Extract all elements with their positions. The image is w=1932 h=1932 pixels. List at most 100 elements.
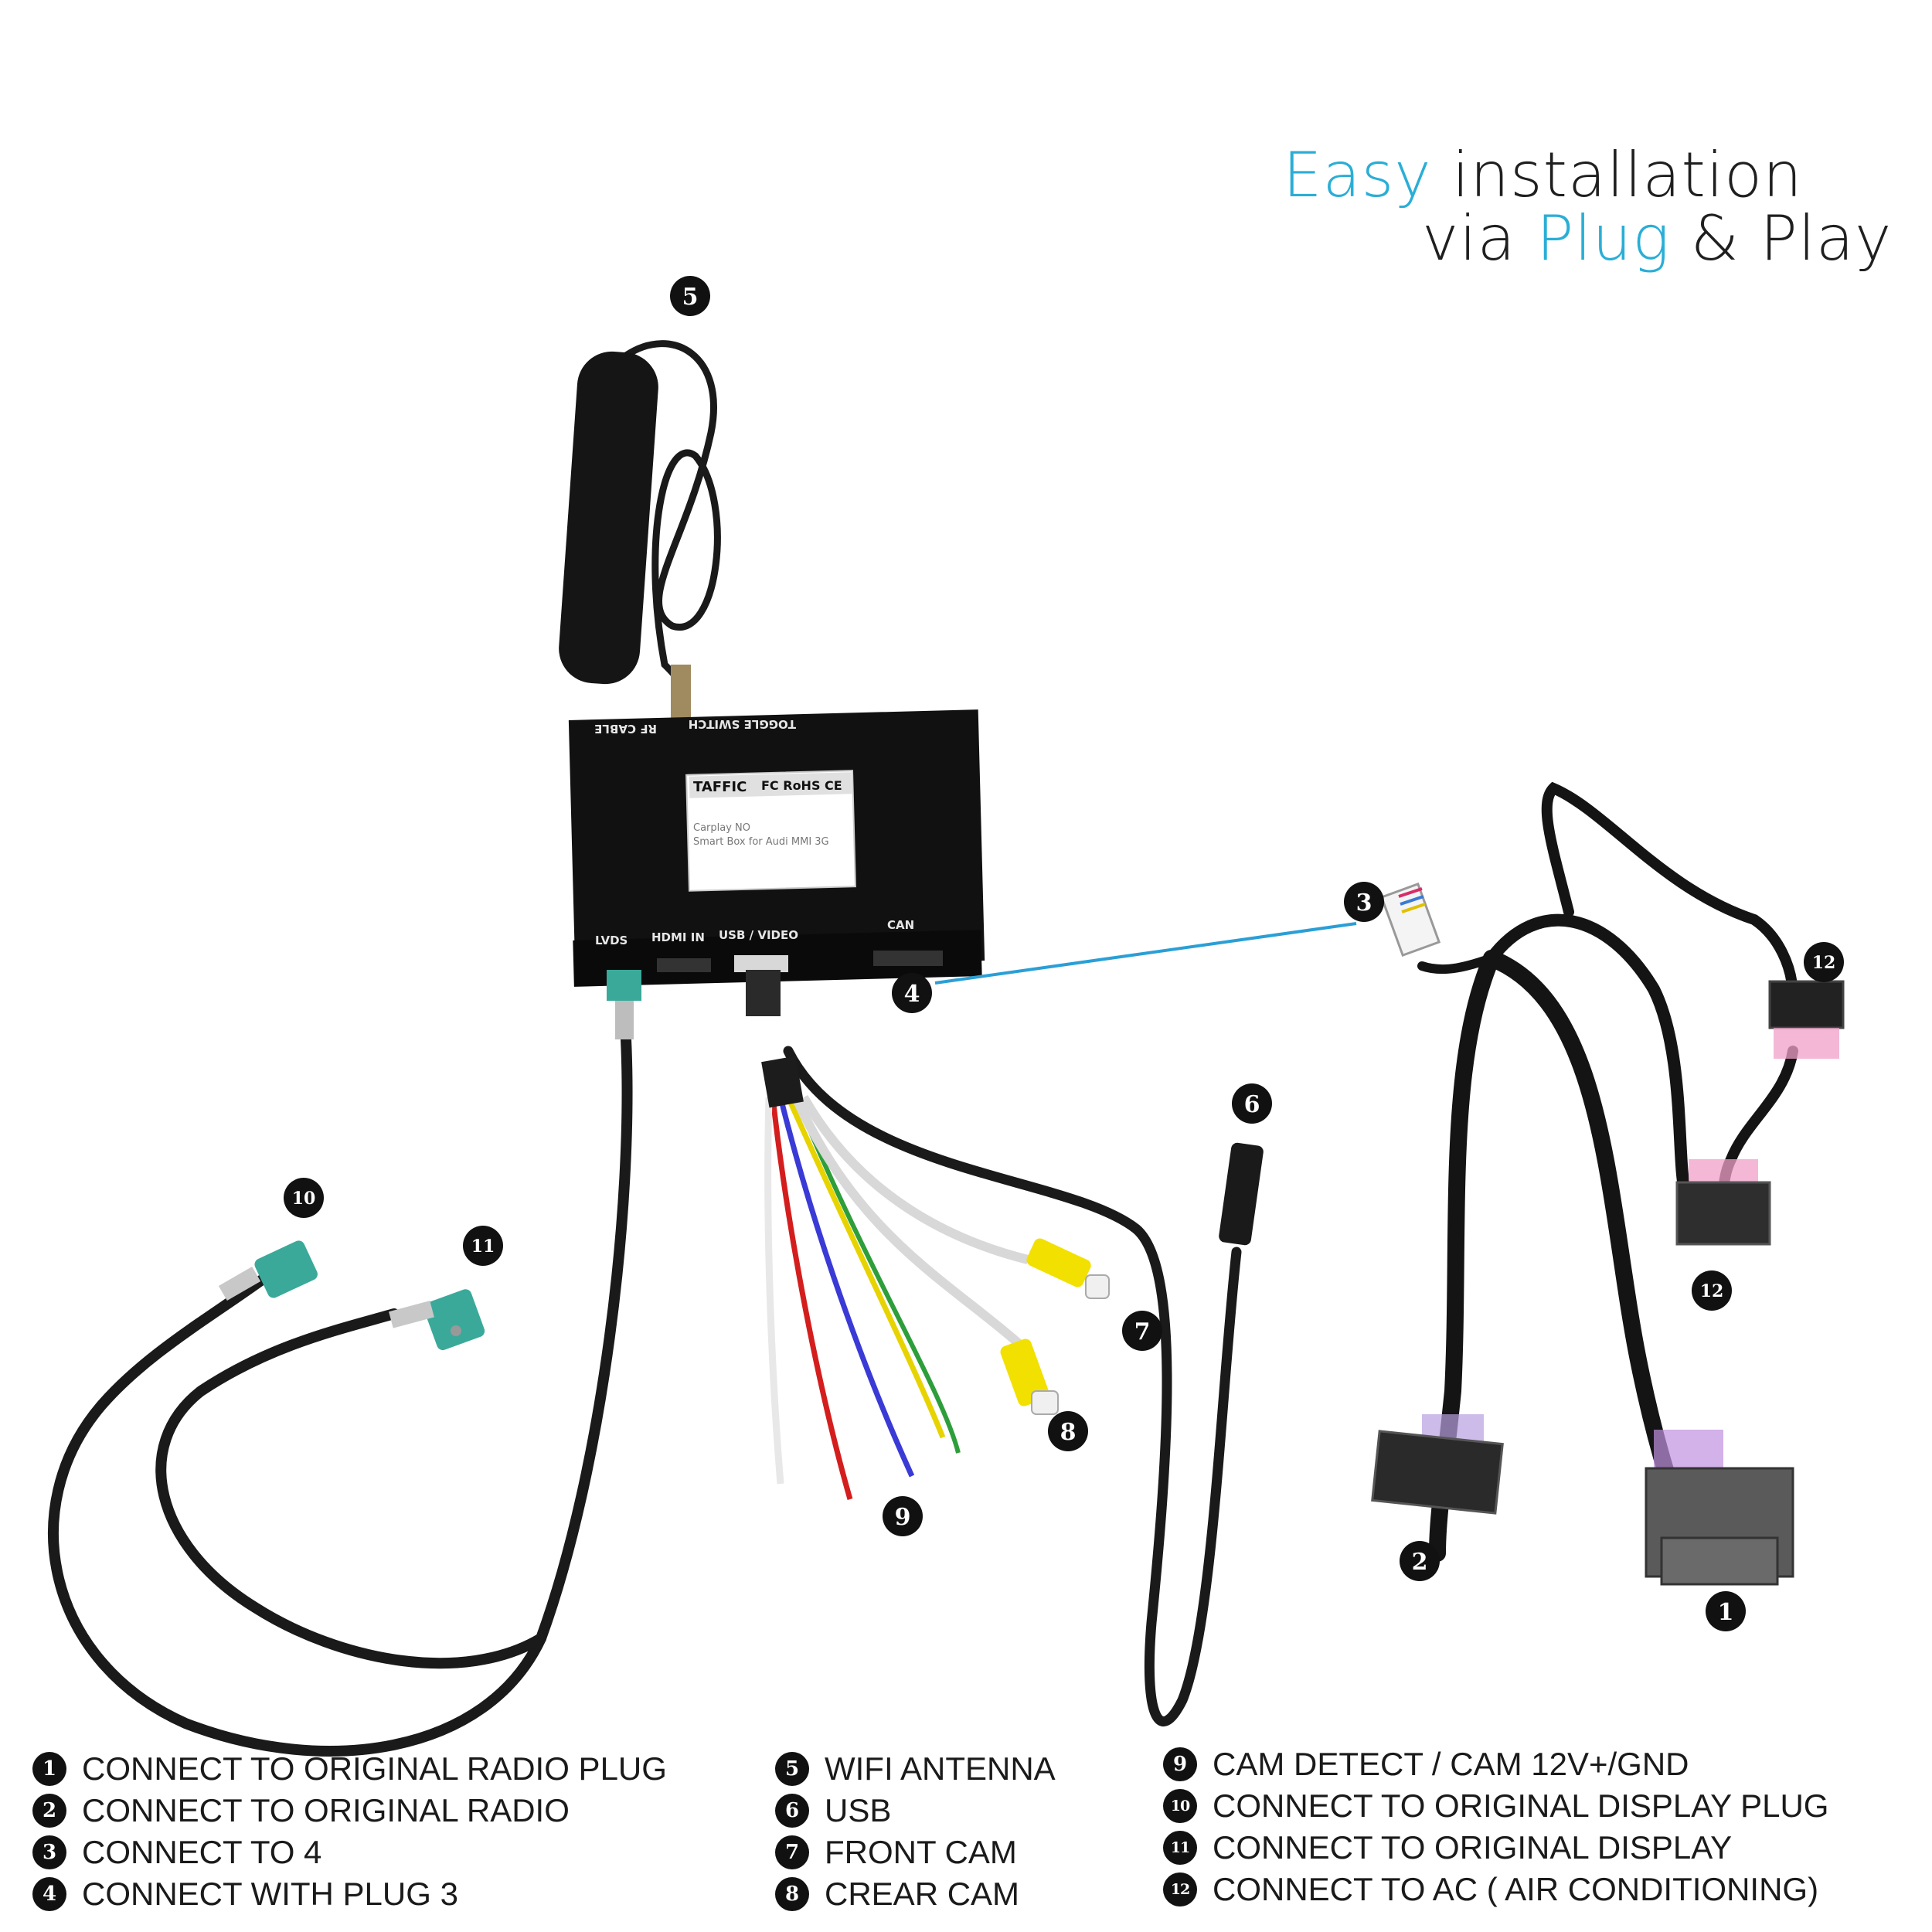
legend-number-6: 6 — [775, 1794, 809, 1828]
callout-5-dot — [670, 276, 710, 316]
callout-4: 4 — [892, 973, 932, 1013]
wifi-antenna-body — [559, 351, 658, 685]
legend-text-11: CONNECT TO ORIGINAL DISPLAY — [1213, 1829, 1733, 1866]
plug-3-wire-c — [1401, 903, 1426, 913]
port-hdmi — [657, 958, 711, 972]
front-cam-rca-tip — [1085, 1274, 1110, 1299]
headline-via: via — [1422, 202, 1537, 274]
label-hdmi-in: HDMI IN — [651, 930, 705, 944]
sticker-brand: TAFFIC — [693, 779, 747, 795]
callout-8: 8 — [1048, 1411, 1088, 1451]
radio-plug-2 — [1371, 1430, 1504, 1515]
usb-connector — [1219, 1142, 1264, 1246]
rear-cam-rca-tip — [1031, 1390, 1059, 1415]
legend-item-6: 6 USB — [775, 1790, 1056, 1832]
callout-12-lower: 12 — [1692, 1270, 1732, 1311]
headline-line-2: via Plug & Play — [1422, 202, 1892, 274]
callout-10: 10 — [284, 1178, 324, 1218]
ac-plug-upper — [1768, 980, 1845, 1029]
wire-green — [794, 1096, 961, 1454]
plug-3-connector — [1379, 882, 1441, 957]
rear-cam-rca — [1000, 1338, 1049, 1406]
callout-6-label: 6 — [1244, 1091, 1260, 1118]
display-plug-11-sleeve — [389, 1301, 434, 1328]
video-harness-plug — [746, 970, 781, 1016]
label-can: CAN — [887, 918, 914, 932]
interface-module: TAFFIC FC RoHS CE Carplay NO Smart Box f… — [568, 709, 985, 987]
callout-4-dot — [892, 973, 932, 1013]
ac-plug-lower-wires — [1689, 1159, 1758, 1182]
ac-plug-upper-wires — [1774, 1028, 1839, 1059]
legend-number-4: 4 — [32, 1877, 66, 1911]
legend-item-3: 3 CONNECT TO 4 — [32, 1832, 667, 1873]
legend-text-1: CONNECT TO ORIGINAL RADIO PLUG — [82, 1750, 667, 1787]
callout-3: 3 — [1344, 882, 1384, 922]
legend-item-7: 7 FRONT CAM — [775, 1832, 1056, 1873]
callout-9: 9 — [883, 1496, 923, 1536]
legend-text-3: CONNECT TO 4 — [82, 1834, 322, 1870]
label-lvds: LVDS — [595, 934, 628, 947]
plug-3-wire-a — [1398, 887, 1423, 898]
legend-text-2: CONNECT TO ORIGINAL RADIO — [82, 1792, 570, 1828]
video-harness-sleeve — [761, 1056, 804, 1108]
sticker-header-bar — [689, 772, 852, 798]
legend-number-10: 10 — [1163, 1789, 1197, 1823]
callout-5: 5 — [670, 276, 710, 316]
callout-2: 2 — [1400, 1541, 1440, 1581]
lvds-connector-sleeve — [615, 1001, 634, 1039]
label-rf-cable: RF CABLE — [594, 722, 657, 736]
callout-7-dot — [1122, 1311, 1162, 1351]
callout-9-dot — [883, 1496, 923, 1536]
callout-12-upper: 12 — [1804, 942, 1844, 982]
callout-6-dot — [1232, 1083, 1272, 1124]
lvds-connector — [607, 970, 641, 1001]
lvds-cable — [48, 1034, 633, 1757]
callout-11-dot — [463, 1226, 503, 1266]
callout-7: 7 — [1122, 1311, 1162, 1351]
legend-number-7: 7 — [775, 1835, 809, 1869]
sticker-line-2: Smart Box for Audi MMI 3G — [693, 836, 829, 848]
display-plug-11-pin — [451, 1325, 461, 1336]
display-plug-11 — [423, 1289, 485, 1351]
sticker-marks: FC RoHS CE — [761, 778, 842, 793]
front-cam-rca — [1026, 1238, 1091, 1287]
callout-11-label: 11 — [471, 1236, 495, 1257]
callout-9-label: 9 — [895, 1504, 911, 1531]
legend-text-7: FRONT CAM — [825, 1834, 1017, 1870]
headline-play: & Play — [1670, 202, 1893, 274]
callout-3-dot — [1344, 882, 1384, 922]
wire-blue — [777, 1097, 915, 1478]
callout-5-label: 5 — [682, 284, 699, 311]
wire-red — [770, 1097, 853, 1500]
module-sticker — [685, 770, 856, 892]
headline-accent-plug: Plug — [1536, 202, 1671, 274]
callout-7-label: 7 — [1134, 1318, 1151, 1345]
legend-text-6: USB — [825, 1792, 892, 1828]
harness-loop — [1485, 913, 1691, 1196]
callout-12-upper-dot — [1804, 942, 1844, 982]
legend-number-3: 3 — [32, 1835, 66, 1869]
legend-text-9: CAM DETECT / CAM 12V+/GND — [1213, 1746, 1689, 1782]
label-usb-video: USB / VIDEO — [719, 928, 798, 942]
legend-number-1: 1 — [32, 1752, 66, 1786]
legend-number-5: 5 — [775, 1752, 809, 1786]
callout-12-upper-label: 12 — [1812, 953, 1836, 973]
callout-8-dot — [1048, 1411, 1088, 1451]
wire-yellow — [785, 1096, 946, 1439]
legend-number-12: 12 — [1163, 1872, 1197, 1906]
plug-3-wire-b — [1400, 895, 1424, 906]
antenna-cable — [622, 340, 721, 715]
label-toggle-switch: TOGGLE SWITCH — [689, 717, 796, 731]
callout-1-label: 1 — [1718, 1599, 1734, 1626]
headline-line-1: Easy installation — [1283, 139, 1803, 211]
port-can — [873, 951, 943, 966]
